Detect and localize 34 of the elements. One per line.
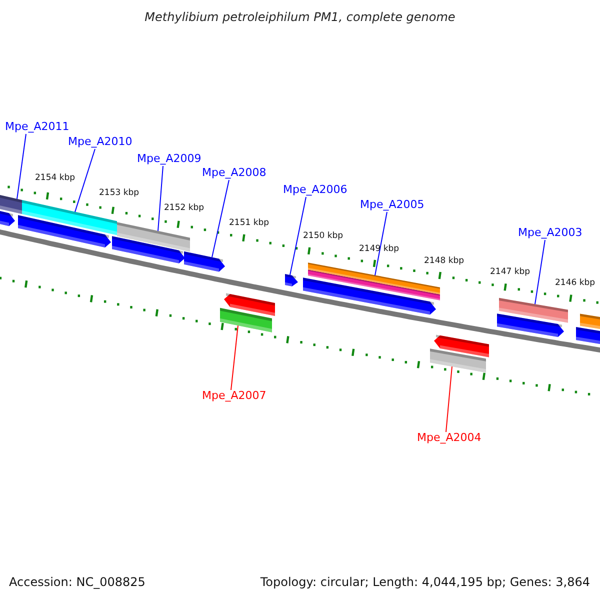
gene-feature [499, 298, 568, 323]
gene-label: Mpe_A2005 [360, 198, 424, 211]
gene-feature [22, 200, 117, 236]
gene-feature [285, 274, 298, 286]
gene-label: Mpe_A2009 [137, 152, 202, 165]
gene-label: Mpe_A2007 [202, 389, 266, 402]
gene-label: Mpe_A2004 [417, 431, 482, 444]
gene-label: Mpe_A2008 [202, 166, 266, 179]
gene-feature [220, 308, 272, 332]
scale-label: 2148 kbp [424, 256, 464, 266]
scale-label: 2146 kbp [555, 278, 596, 288]
leader-line [74, 148, 96, 212]
diagram-title: Methylibium petroleiphilum PM1, complete genome [144, 10, 456, 24]
gene-label: Mpe_A2010 [68, 135, 132, 148]
gene-feature [308, 262, 440, 294]
gene-feature [430, 348, 486, 373]
leader-line [446, 366, 452, 432]
gene-feature [184, 251, 225, 272]
gene-feature [0, 195, 22, 214]
leader-line [158, 166, 164, 232]
leader-line [16, 134, 26, 200]
gene-label: Mpe_A2003 [518, 226, 582, 239]
scale-label: 2154 kbp [35, 173, 76, 183]
scale-label: 2150 kbp [303, 231, 344, 241]
footer-note: Accession: NC_008825 [9, 575, 146, 589]
leader-line [374, 212, 388, 276]
footer-note: Topology: circular; Length: 4,044,195 bp; Genes: 3,864 [260, 575, 590, 589]
leader-line [212, 180, 230, 258]
gene-feature [117, 222, 190, 252]
leader-line [230, 325, 238, 390]
gene-label: Mpe_A2011 [5, 120, 70, 133]
gene-label: Mpe_A2006 [283, 183, 348, 196]
leader-line [290, 196, 306, 276]
scale-label: 2151 kbp [229, 218, 270, 228]
